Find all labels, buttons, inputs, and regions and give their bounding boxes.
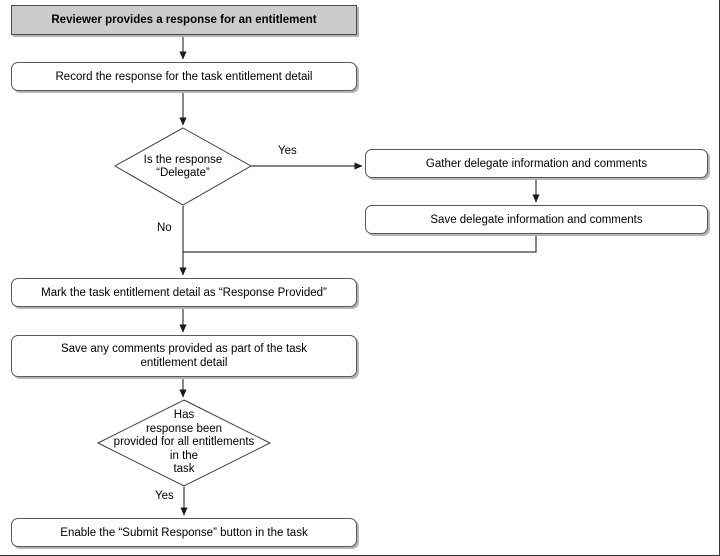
edge-label-yes-all-entitlements: Yes — [155, 490, 174, 502]
decision-shape-all-entitlements — [96, 399, 272, 487]
node-label: Enable the “Submit Response” button in t… — [60, 526, 308, 539]
edge-label-yes-delegate: Yes — [278, 145, 297, 157]
edge-label-no-delegate: No — [157, 222, 172, 234]
node-gather-delegate-info[interactable]: Gather delegate information and comments — [365, 149, 708, 178]
node-mark-response-provided[interactable]: Mark the task entitlement detail as “Res… — [11, 278, 357, 307]
node-save-delegate-info[interactable]: Save delegate information and comments — [365, 205, 708, 234]
node-label: Reviewer provides a response for an enti… — [51, 14, 317, 26]
node-enable-submit-response[interactable]: Enable the “Submit Response” button in t… — [11, 518, 357, 547]
node-label: Mark the task entitlement detail as “Res… — [41, 286, 327, 299]
node-start-reviewer-response[interactable]: Reviewer provides a response for an enti… — [11, 5, 357, 35]
decision-shape-is-delegate — [113, 127, 253, 206]
node-label: Gather delegate information and comments — [425, 157, 648, 170]
node-label: Record the response for the task entitle… — [55, 70, 313, 83]
node-label: Save any comments provided as part of th… — [60, 343, 308, 369]
node-label: Save delegate information and comments — [430, 213, 643, 226]
node-record-response[interactable]: Record the response for the task entitle… — [11, 62, 357, 91]
connector-save-delegate-to-trunk — [183, 236, 537, 253]
node-save-comments[interactable]: Save any comments provided as part of th… — [11, 335, 357, 377]
